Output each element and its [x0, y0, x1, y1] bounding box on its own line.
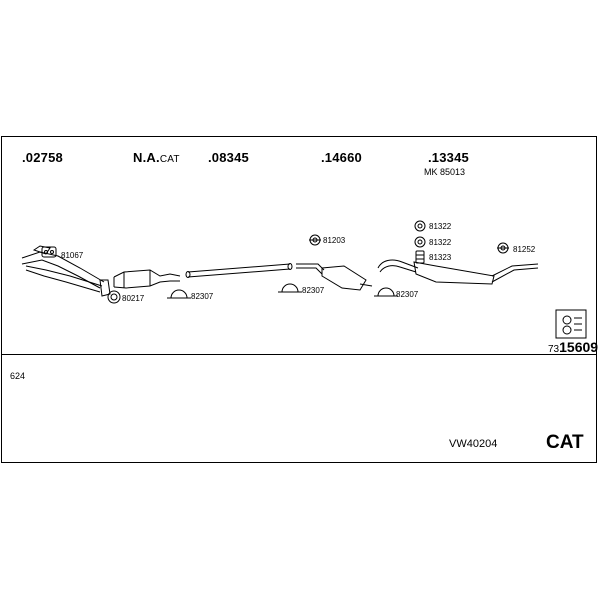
gasket-icon — [41, 246, 57, 258]
cat-label: CAT — [546, 432, 584, 453]
assembly-number: 7315609 — [548, 339, 598, 358]
assembly-kit-icon — [555, 309, 587, 339]
label-82307-b: 82307 — [302, 286, 325, 295]
rubber-hanger-icon — [414, 220, 426, 232]
clamp-icon — [374, 287, 398, 297]
ring-gasket-icon — [107, 290, 121, 304]
footer-code: 624 — [10, 371, 26, 381]
rubber-hanger-icon — [414, 236, 426, 248]
label-80217: 80217 — [122, 294, 145, 303]
clamp-icon — [167, 289, 191, 299]
part-number-na: N.A.CAT — [133, 150, 180, 165]
assembly-number-main: 15609 — [559, 339, 599, 355]
diagram-frame — [1, 136, 597, 463]
clamp-icon — [278, 283, 302, 293]
catalytic-converter-icon — [113, 269, 181, 289]
part-number-na-suffix: CAT — [159, 154, 180, 165]
rubber-hanger-icon — [497, 242, 509, 254]
part-number-13345: .13345 — [428, 150, 469, 165]
label-81252: 81252 — [513, 245, 536, 254]
part-number-02758: .02758 — [22, 150, 63, 165]
label-81322-a: 81322 — [429, 222, 452, 231]
center-silencer-icon — [296, 263, 373, 291]
set-id: VW40204 — [449, 438, 498, 450]
part-number-08345: .08345 — [208, 150, 249, 165]
mk-kit-number: MK 85013 — [424, 167, 466, 177]
part-number-na-text: N.A. — [133, 150, 160, 165]
exhaust-manifold-icon — [21, 245, 111, 297]
label-82307-c: 82307 — [396, 290, 419, 299]
bracket-icon — [415, 250, 425, 264]
label-82307-a: 82307 — [191, 292, 214, 301]
front-pipe-icon — [185, 263, 293, 278]
label-81067: 81067 — [61, 251, 84, 260]
rear-silencer-icon — [377, 259, 539, 285]
rubber-hanger-icon — [309, 234, 321, 246]
section-divider — [1, 354, 597, 355]
label-81323: 81323 — [429, 253, 452, 262]
label-81203: 81203 — [323, 236, 346, 245]
assembly-number-prefix: 73 — [548, 344, 560, 355]
label-81322-b: 81322 — [429, 238, 452, 247]
part-number-14660: .14660 — [321, 150, 362, 165]
